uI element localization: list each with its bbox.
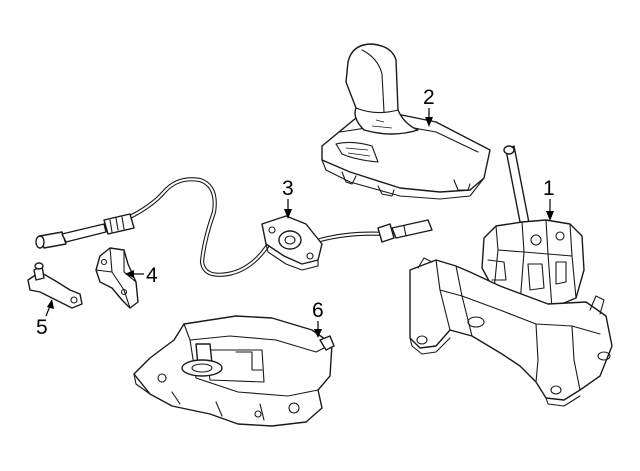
shifter-base-assembly bbox=[409, 145, 613, 407]
callout-4: 4 bbox=[125, 264, 158, 287]
callout-6: 6 bbox=[312, 299, 324, 338]
callout-5: 5 bbox=[36, 299, 54, 339]
callout-2: 2 bbox=[423, 86, 435, 127]
callout-label-3: 3 bbox=[282, 177, 294, 200]
control-module-base bbox=[133, 315, 335, 427]
shift-knob-bezel bbox=[321, 43, 491, 200]
callout-label-4: 4 bbox=[146, 264, 158, 287]
callout-label-5: 5 bbox=[36, 316, 48, 339]
callout-3: 3 bbox=[282, 177, 294, 219]
callout-label-1: 1 bbox=[543, 177, 555, 200]
cable-end-bracket bbox=[27, 262, 83, 309]
cable-mount-bracket bbox=[95, 247, 139, 309]
shift-cable bbox=[35, 177, 433, 277]
callout-1: 1 bbox=[543, 177, 555, 221]
callout-label-6: 6 bbox=[312, 299, 324, 322]
shift-cable-bracket bbox=[261, 215, 323, 271]
callout-label-2: 2 bbox=[423, 86, 435, 109]
